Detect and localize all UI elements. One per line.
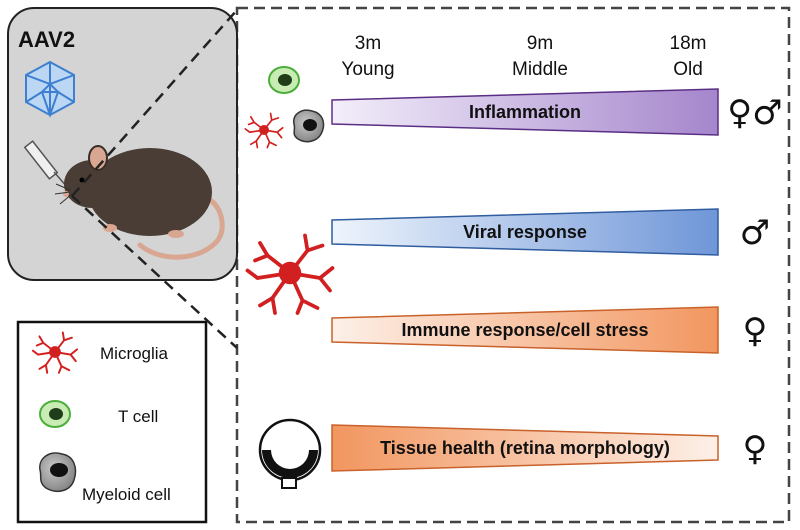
age-18m-stage: Old — [673, 59, 703, 80]
sex-symbol: ♀ — [743, 429, 768, 469]
zoom-lines — [71, 9, 238, 349]
aav-capsid-icon — [25, 60, 75, 119]
row1-t-cell-icon — [268, 66, 300, 94]
legend-microglia-icon — [31, 331, 79, 374]
age-axis: 3m Young 9m Middle 18m Old — [341, 33, 706, 80]
mouse-illustration — [54, 145, 225, 260]
trend-bar-shape — [331, 88, 719, 136]
trend-bar-1: Inflammation ♀♂ — [331, 88, 783, 136]
age-18m-months: 18m — [670, 33, 707, 54]
age-3m-stage: Young — [341, 59, 394, 80]
age-9m-months: 9m — [527, 33, 553, 54]
age-3m-months: 3m — [355, 33, 381, 54]
legend-label-t-cell: T cell — [118, 407, 158, 426]
trend-bar-label: Inflammation — [469, 102, 581, 122]
trend-bar-label: Immune response/cell stress — [401, 320, 648, 340]
trend-bar-4: Tissue health (retina morphology) ♀ — [331, 424, 768, 472]
results-panel — [235, 6, 791, 524]
trend-bar-shape — [331, 424, 719, 472]
age-9m-stage: Middle — [512, 59, 568, 80]
legend-label-microglia: Microglia — [100, 344, 169, 363]
sex-symbol: ♀♂ — [727, 93, 782, 133]
row1-myeloid-cell-icon — [293, 109, 325, 143]
sex-symbol: ♂ — [740, 213, 770, 253]
legend-t-cell-icon — [39, 400, 71, 428]
trend-bars: Inflammation ♀♂ Viral response ♂ Immune resp… — [331, 88, 783, 472]
eye-icon — [258, 418, 322, 489]
legend-label-myeloid-cell: Myeloid cell — [82, 485, 171, 504]
trend-bar-3: Immune response/cell stress ♀ — [331, 306, 768, 354]
sex-symbol: ♀ — [743, 311, 768, 351]
trend-bar-shape — [331, 208, 719, 256]
legend-myeloid-cell-icon — [39, 452, 77, 493]
trend-bar-label: Tissue health (retina morphology) — [380, 438, 670, 458]
row2-microglia-icon — [245, 233, 335, 315]
row1-microglia-icon — [244, 112, 284, 149]
trend-bar-2: Viral response ♂ — [331, 208, 770, 256]
inset-title: AAV2 — [18, 27, 75, 52]
trend-bar-label: Viral response — [463, 222, 587, 242]
trend-bar-shape — [331, 306, 719, 354]
